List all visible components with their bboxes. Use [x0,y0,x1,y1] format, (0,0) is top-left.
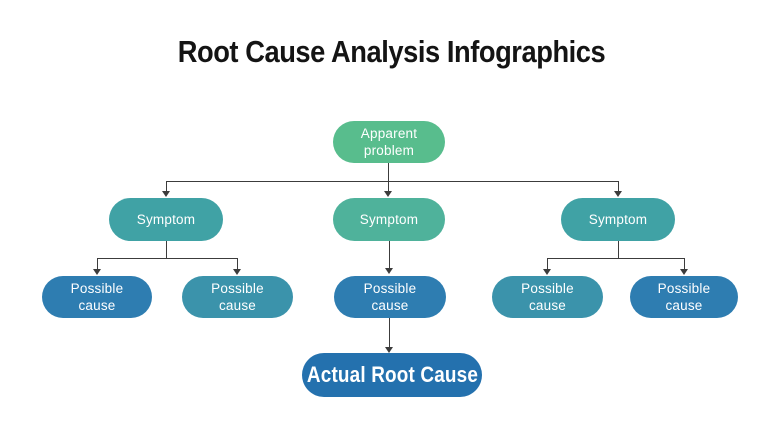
node-possible-cause-4: Possible cause [492,276,603,318]
node-possible-cause-5: Possible cause [630,276,738,318]
node-symptom-left: Symptom [109,198,223,241]
arrowhead-root [385,347,393,353]
connector-apparent-stem [388,163,389,181]
node-apparent-problem: Apparent problem [333,121,445,163]
page-title: Root Cause Analysis Infographics [177,34,606,69]
node-possible-cause-1: Possible cause [42,276,152,318]
arrowhead-symptom-left [162,191,170,197]
connector-level1-horizontal [166,181,619,182]
arrowhead-cause-2 [233,269,241,275]
connector-drop-symptom-right [618,181,619,193]
arrowhead-cause-3 [385,268,393,274]
connector-drop-cause-4 [547,258,548,269]
node-symptom-mid: Symptom [333,198,445,241]
node-possible-cause-5-label: Possible cause [657,281,711,313]
arrowhead-cause-1 [93,269,101,275]
node-possible-cause-4-label: Possible cause [521,281,574,313]
node-possible-cause-3-label: Possible cause [363,281,417,313]
node-apparent-problem-label: Apparent problem [360,126,418,158]
connector-drop-symptom-left [166,181,167,193]
connector-symptom-left-stem [166,241,167,258]
node-possible-cause-2-label: Possible cause [211,281,264,313]
connector-symptom-right-stem [618,241,619,258]
node-possible-cause-2: Possible cause [182,276,293,318]
connector-drop-cause-1 [97,258,98,269]
node-actual-root-cause-label: Actual Root Cause [306,362,478,387]
connector-drop-cause-5 [684,258,685,269]
arrowhead-symptom-mid [384,191,392,197]
arrowhead-cause-5 [680,269,688,275]
connector-right-horizontal [547,258,684,259]
node-symptom-right-label: Symptom [588,212,648,227]
node-symptom-right: Symptom [561,198,675,241]
node-symptom-left-label: Symptom [136,212,196,227]
node-possible-cause-1-label: Possible cause [70,281,124,313]
node-actual-root-cause: Actual Root Cause [302,353,482,397]
connector-left-horizontal [97,258,237,259]
connector-cause-3-stem [389,318,390,347]
arrowhead-symptom-right [614,191,622,197]
arrowhead-cause-4 [543,269,551,275]
connector-drop-symptom-mid [388,181,389,193]
connector-symptom-mid-stem [389,241,390,268]
node-possible-cause-3: Possible cause [334,276,446,318]
node-symptom-mid-label: Symptom [359,212,419,227]
connector-drop-cause-2 [237,258,238,269]
